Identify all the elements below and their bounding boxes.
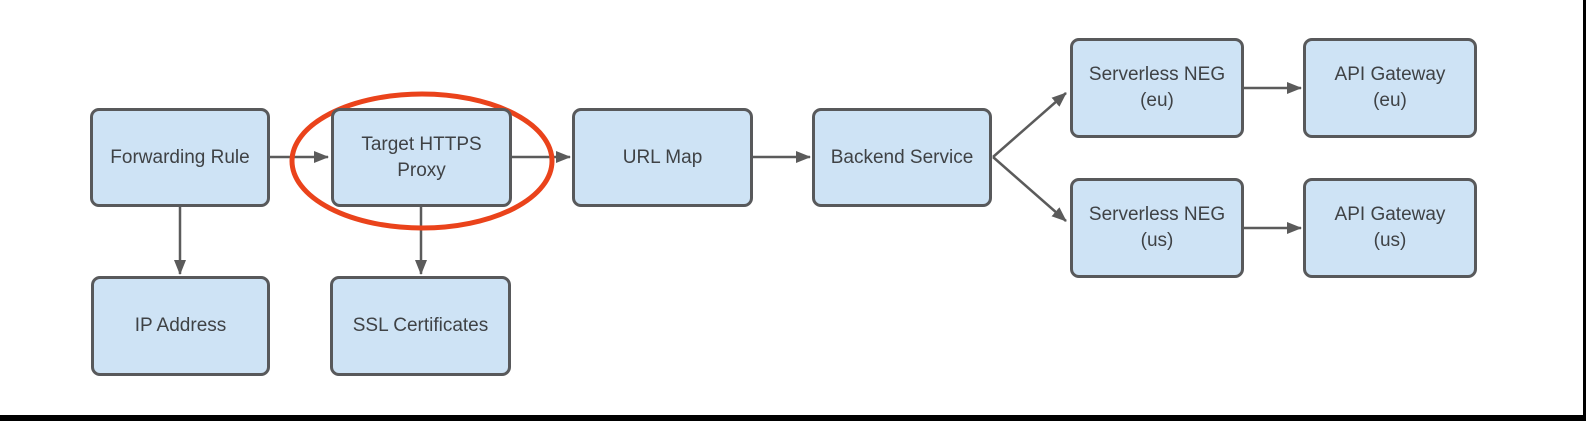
edge-backend-service-to-serverless-neg-eu: [992, 92, 1067, 158]
node-forwarding-rule: Forwarding Rule: [90, 108, 270, 207]
node-api-gateway-eu: API Gateway (eu): [1303, 38, 1477, 138]
right-border-line: [1583, 0, 1586, 421]
node-target-https-proxy: Target HTTPS Proxy: [331, 108, 512, 207]
node-ip-address: IP Address: [91, 276, 270, 376]
node-url-map: URL Map: [572, 108, 753, 207]
bottom-border-line: [0, 415, 1586, 421]
node-api-gateway-us: API Gateway (us): [1303, 178, 1477, 278]
node-serverless-neg-us: Serverless NEG (us): [1070, 178, 1244, 278]
node-backend-service: Backend Service: [812, 108, 992, 207]
node-serverless-neg-eu: Serverless NEG (eu): [1070, 38, 1244, 138]
node-ssl-certificates: SSL Certificates: [330, 276, 511, 376]
edge-backend-service-to-serverless-neg-us: [992, 156, 1067, 222]
